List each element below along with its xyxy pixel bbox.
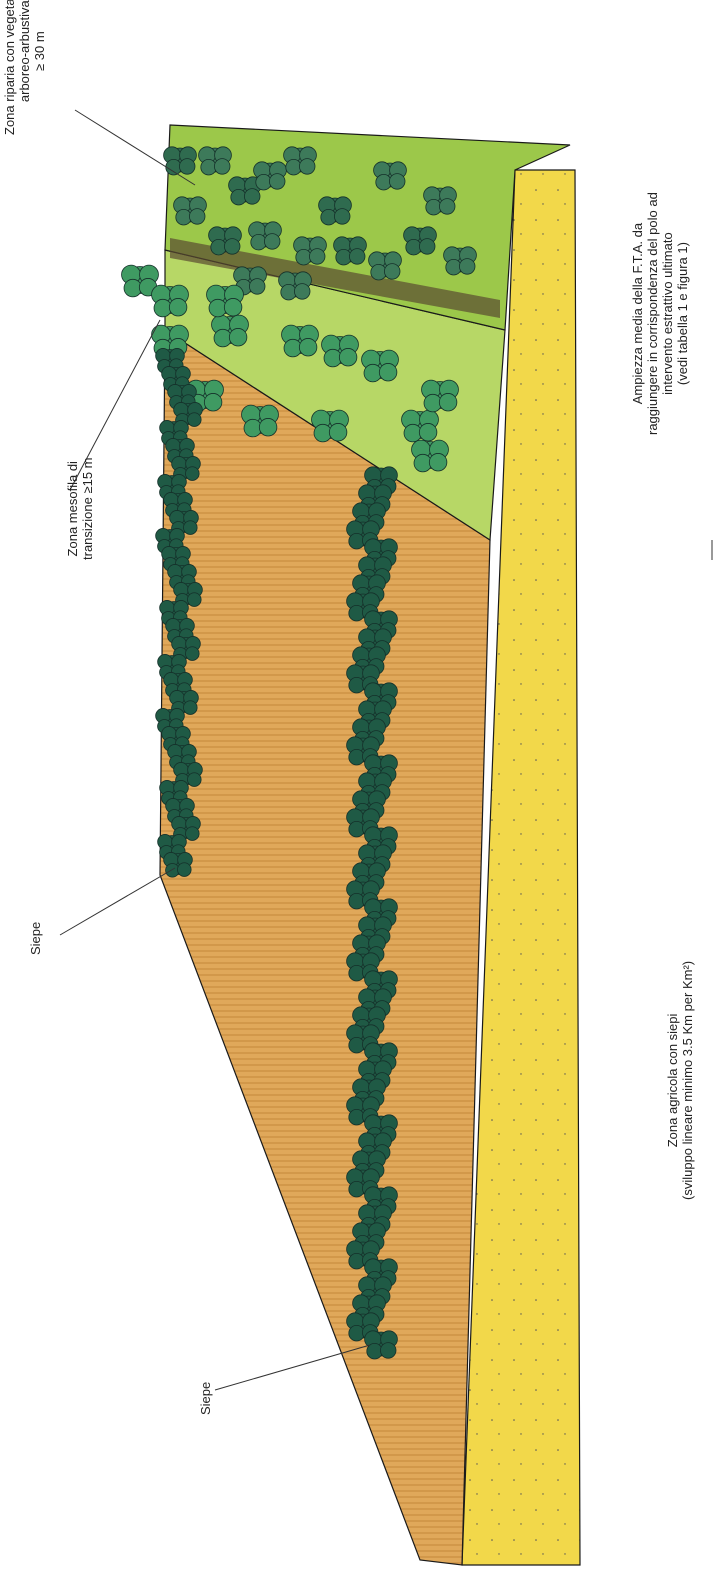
riparian-tree xyxy=(209,227,242,255)
transition-tree xyxy=(402,410,439,442)
hedge-shrub xyxy=(164,852,193,877)
riparian-tree xyxy=(164,147,197,175)
riparian-tree xyxy=(284,147,317,175)
transition-tree xyxy=(362,350,399,382)
riparian-tree xyxy=(404,227,437,255)
label-agricultural: Zona agricola con siepi (sviluppo linear… xyxy=(665,961,695,1200)
label-hedge-top: Siepe xyxy=(28,922,43,955)
riparian-tree xyxy=(249,222,282,250)
transition-tree xyxy=(422,380,459,412)
agricultural-field xyxy=(160,330,490,1565)
riparian-tree xyxy=(334,237,367,265)
leader-line-hedge-top xyxy=(60,868,175,935)
riparian-tree xyxy=(279,272,312,300)
riparian-tree xyxy=(319,197,352,225)
riparian-tree xyxy=(444,247,477,275)
riparian-tree xyxy=(294,237,327,265)
transition-tree xyxy=(242,405,279,437)
label-transition: Zona mesofila di transizione ≥15 m xyxy=(65,457,95,560)
transition-tree xyxy=(312,410,349,442)
riparian-tree xyxy=(424,187,457,215)
transition-tree xyxy=(207,285,244,317)
riparian-tree xyxy=(199,147,232,175)
riparian-tree xyxy=(254,162,287,190)
transition-tree xyxy=(152,285,189,317)
transition-tree xyxy=(282,325,319,357)
transition-tree xyxy=(412,440,449,472)
transition-tree xyxy=(212,315,249,347)
label-riparian: Zona riparia con vegetazione arboreo-arb… xyxy=(2,0,47,135)
riparian-tree xyxy=(174,197,207,225)
riparian-tree xyxy=(374,162,407,190)
transition-tree xyxy=(322,335,359,367)
label-hedge-bottom: Siepe xyxy=(198,1382,213,1415)
riparian-tree xyxy=(369,252,402,280)
label-fta: Ampiezza media della F.T.A. da raggiunge… xyxy=(630,192,690,435)
